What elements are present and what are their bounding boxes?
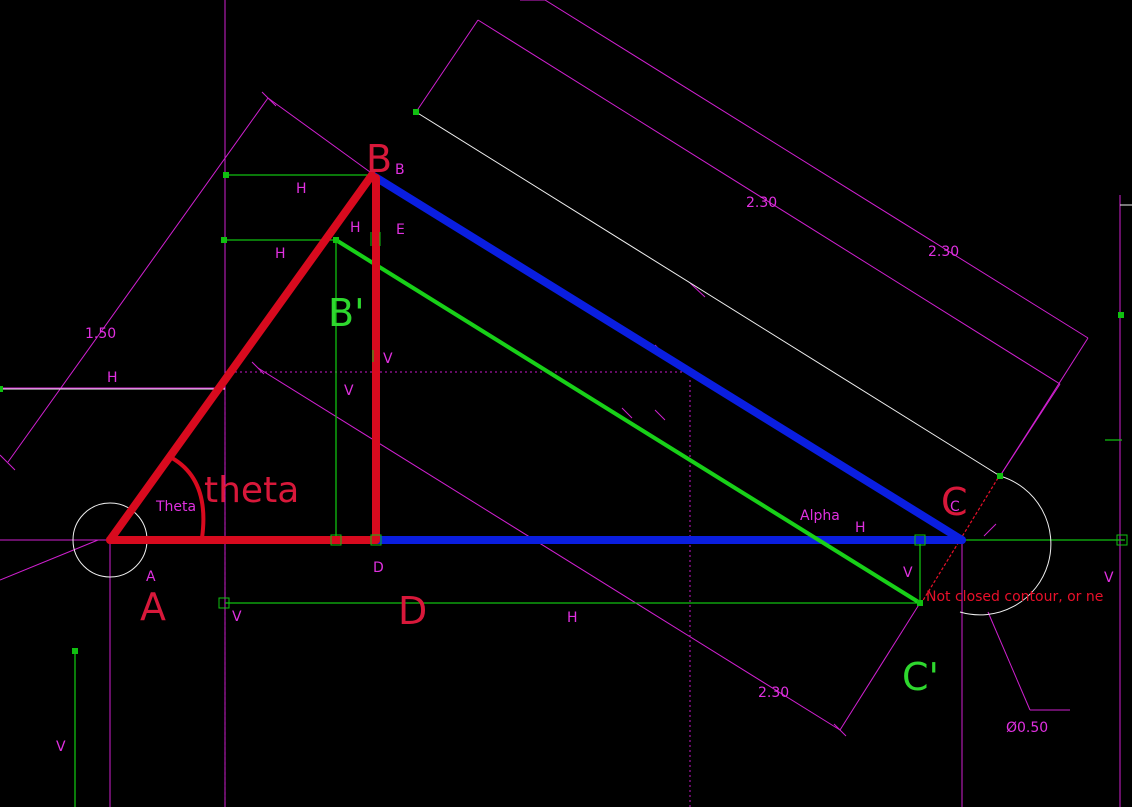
constraint-markers <box>218 232 1128 609</box>
label-point-b: B <box>366 137 392 181</box>
point-markers <box>0 109 1124 654</box>
small-label-c: C <box>950 499 960 515</box>
h-constraint-label: H <box>296 181 307 197</box>
dimension-line-bprime-cprime[interactable] <box>257 367 841 731</box>
label-point-d: D <box>398 589 427 633</box>
h-constraint-label: H <box>275 246 286 262</box>
white-geometry-lines <box>0 111 1132 616</box>
dimension-value-bc: 2.30 <box>746 195 777 211</box>
v-constraint-label: V <box>903 565 913 581</box>
dimension-line-bc-outer[interactable] <box>544 0 1089 339</box>
offset-edge-line[interactable] <box>415 111 1001 477</box>
h-constraint-label: H <box>350 220 361 236</box>
edge-bc-blue[interactable] <box>368 171 966 544</box>
v-constraint-label: V <box>232 609 242 625</box>
edge-ab-red[interactable] <box>106 171 376 544</box>
h-constraint-label: H <box>567 610 578 626</box>
label-alpha: Alpha <box>800 508 840 524</box>
main-triangle-geometry <box>106 171 966 605</box>
dimension-line-bc-upper[interactable] <box>477 19 1061 385</box>
v-constraint-label: V <box>383 351 393 367</box>
point-labels: A B C D B' C' theta <box>140 137 968 699</box>
dimension-line-ab[interactable] <box>7 97 269 463</box>
diameter-leader-line[interactable] <box>987 611 1031 711</box>
h-constraint-label: H <box>855 520 866 536</box>
annotation-labels: A B C D E Theta Alpha 1.50 2.30 2.30 2.3… <box>56 162 1114 755</box>
dimension-value-ab: 1.50 <box>85 326 116 342</box>
edge-bprime-cprime-green[interactable] <box>334 238 922 605</box>
v-constraint-label: V <box>56 739 66 755</box>
dimension-value-bc-outer: 2.30 <box>928 244 959 260</box>
h-constraint-label: H <box>107 370 118 386</box>
label-angle-theta: theta <box>204 470 299 511</box>
v-constraint-label: V <box>344 383 354 399</box>
small-label-d: D <box>373 560 384 576</box>
label-point-b-prime: B' <box>328 291 365 335</box>
small-label-b: B <box>395 162 405 178</box>
green-constraint-lines <box>74 174 1125 807</box>
small-label-a: A <box>146 569 156 585</box>
small-label-e: E <box>396 222 405 238</box>
label-point-c: C <box>941 480 968 524</box>
dashed-reference-lines <box>224 371 700 807</box>
label-point-a: A <box>140 585 166 629</box>
v-constraint-label: V <box>1104 570 1114 586</box>
dimension-value-bprime-cprime: 2.30 <box>758 685 789 701</box>
slot-arc-at-c[interactable] <box>959 475 1052 616</box>
theta-angle-marker[interactable] <box>170 456 206 540</box>
label-theta-small: Theta <box>155 499 196 515</box>
dimension-value-diameter: Ø0.50 <box>1006 720 1048 736</box>
label-point-c-prime: C' <box>902 655 939 699</box>
contour-error-message: Not closed contour, or ne <box>926 589 1103 605</box>
